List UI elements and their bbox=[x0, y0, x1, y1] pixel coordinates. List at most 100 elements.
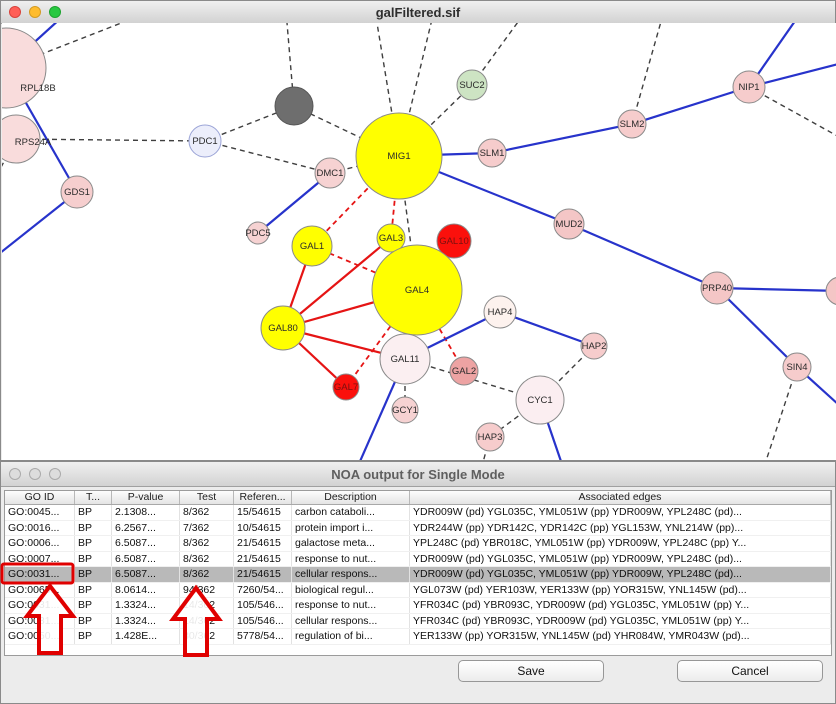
window-controls bbox=[9, 1, 61, 23]
graph-node-rps24a[interactable] bbox=[2, 114, 41, 164]
graph-edge[interactable] bbox=[568, 222, 718, 290]
graph-node-gal11[interactable] bbox=[379, 333, 431, 385]
graph-node-hap4[interactable] bbox=[483, 295, 517, 329]
graph-edge[interactable] bbox=[204, 140, 331, 174]
graph-node-mig1[interactable] bbox=[355, 112, 443, 200]
minimize-button[interactable] bbox=[29, 6, 41, 18]
graph-window-title: galFiltered.sif bbox=[375, 4, 461, 20]
graph-node-gal10[interactable] bbox=[436, 223, 472, 259]
column-header-referen[interactable]: Referen... bbox=[234, 491, 292, 504]
cell-reference: 21/54615 bbox=[234, 551, 292, 566]
graph-edge[interactable] bbox=[748, 61, 836, 89]
graph-edge[interactable] bbox=[748, 86, 836, 143]
graph-edge[interactable] bbox=[204, 105, 295, 142]
graph-node-label: MIG1 bbox=[387, 151, 410, 162]
cell-type: BP bbox=[75, 520, 112, 535]
cancel-button[interactable]: Cancel bbox=[677, 660, 823, 682]
graph-node-label: PDC1 bbox=[192, 136, 217, 147]
graph-edge[interactable] bbox=[398, 23, 434, 157]
graph-edge[interactable] bbox=[716, 287, 798, 368]
graph-edge[interactable] bbox=[491, 122, 633, 155]
cell-type: BP bbox=[75, 536, 112, 551]
cell-edges: YDR009W (pd) YGL035C, YML051W (pp) YDR00… bbox=[410, 551, 831, 566]
column-header-associated-edges[interactable]: Associated edges bbox=[410, 491, 831, 504]
graph-node-mud2[interactable] bbox=[553, 208, 585, 240]
graph-node-sin4[interactable] bbox=[782, 352, 812, 382]
cell-edges: YGL073W (pd) YER103W, YER133W (pp) YOR31… bbox=[410, 582, 831, 597]
graph-node-prp40[interactable] bbox=[700, 271, 734, 305]
graph-edge[interactable] bbox=[762, 366, 798, 460]
graph-edge[interactable] bbox=[286, 23, 295, 107]
graph-node-gal80[interactable] bbox=[260, 305, 306, 351]
column-header-go-id[interactable]: GO ID bbox=[5, 491, 75, 504]
cell-description: cellular respons... bbox=[292, 567, 410, 582]
zoom-button[interactable] bbox=[49, 468, 61, 480]
graph-node-cyc1[interactable] bbox=[515, 375, 565, 425]
graph-node-slm2[interactable] bbox=[617, 109, 647, 139]
cell-edges: YDR244W (pp) YDR142C, YDR142C (pp) YGL15… bbox=[410, 520, 831, 535]
graph-edge[interactable] bbox=[398, 84, 473, 157]
graph-edge[interactable] bbox=[471, 23, 526, 86]
cell-type: BP bbox=[75, 582, 112, 597]
graph-node-gray[interactable] bbox=[274, 86, 314, 126]
cell-go-id: GO:0050... bbox=[5, 629, 75, 644]
graph-edge[interactable] bbox=[631, 23, 664, 125]
graph-node-nip1[interactable] bbox=[732, 70, 766, 104]
graph-node-slm1[interactable] bbox=[477, 138, 507, 168]
save-button[interactable]: Save bbox=[458, 660, 604, 682]
graph-node-dmc1[interactable] bbox=[314, 157, 346, 189]
graph-edge[interactable] bbox=[631, 85, 750, 126]
graph-edge[interactable] bbox=[257, 172, 331, 234]
graph-node-hap2[interactable] bbox=[580, 332, 608, 360]
column-header-test[interactable]: Test bbox=[180, 491, 234, 504]
graph-node-pdc5[interactable] bbox=[246, 221, 270, 245]
cell-description: response to nut... bbox=[292, 551, 410, 566]
graph-edge[interactable] bbox=[499, 310, 595, 348]
close-button[interactable] bbox=[9, 468, 21, 480]
graph-node-gds1[interactable] bbox=[60, 175, 94, 209]
graph-edge[interactable] bbox=[375, 23, 400, 157]
graph-node-hap3[interactable] bbox=[475, 422, 505, 452]
noa-window-titlebar[interactable]: NOA output for Single Mode bbox=[1, 462, 835, 487]
network-graph[interactable]: RPL18BRPS24AGDS1PDC1DMC1MIG1SUC2SLM1SLM2… bbox=[2, 23, 836, 460]
column-header-t[interactable]: T... bbox=[75, 491, 112, 504]
graph-node-gal4[interactable] bbox=[371, 244, 463, 336]
cell-description: regulation of bi... bbox=[292, 629, 410, 644]
column-header-p-value[interactable]: P-value bbox=[112, 491, 180, 504]
graph-edge[interactable] bbox=[480, 436, 491, 460]
graph-node-label: GAL2 bbox=[452, 366, 476, 377]
graph-node-label: DMC1 bbox=[317, 168, 344, 179]
zoom-button[interactable] bbox=[49, 6, 61, 18]
graph-node-gcy1[interactable] bbox=[391, 396, 419, 424]
graph-node-gal7[interactable] bbox=[332, 373, 360, 401]
graph-node-rpl18b[interactable] bbox=[2, 27, 47, 109]
column-header-description[interactable]: Description bbox=[292, 491, 410, 504]
graph-edge[interactable] bbox=[2, 191, 78, 261]
graph-edge[interactable] bbox=[416, 289, 465, 372]
graph-node-gal3[interactable] bbox=[376, 223, 406, 253]
cell-test: 7/362 bbox=[180, 520, 234, 535]
minimize-button[interactable] bbox=[29, 468, 41, 480]
graph-node-gal2[interactable] bbox=[449, 356, 479, 386]
graph-edge[interactable] bbox=[282, 237, 392, 329]
graph-window-titlebar[interactable]: galFiltered.sif bbox=[1, 1, 835, 24]
cell-edges: YER133W (pp) YOR315W, YNL145W (pd) YHR08… bbox=[410, 629, 831, 644]
graph-node-gal1[interactable] bbox=[291, 225, 333, 267]
graph-node-edge_r[interactable] bbox=[825, 277, 836, 305]
graph-node-suc2[interactable] bbox=[456, 69, 488, 101]
graph-edge[interactable] bbox=[716, 286, 836, 293]
graph-node-pdc1[interactable] bbox=[188, 124, 222, 158]
cell-test: 8/362 bbox=[180, 551, 234, 566]
close-button[interactable] bbox=[9, 6, 21, 18]
cell-edges: YDR009W (pd) YGL035C, YML051W (pp) YDR00… bbox=[410, 567, 831, 582]
